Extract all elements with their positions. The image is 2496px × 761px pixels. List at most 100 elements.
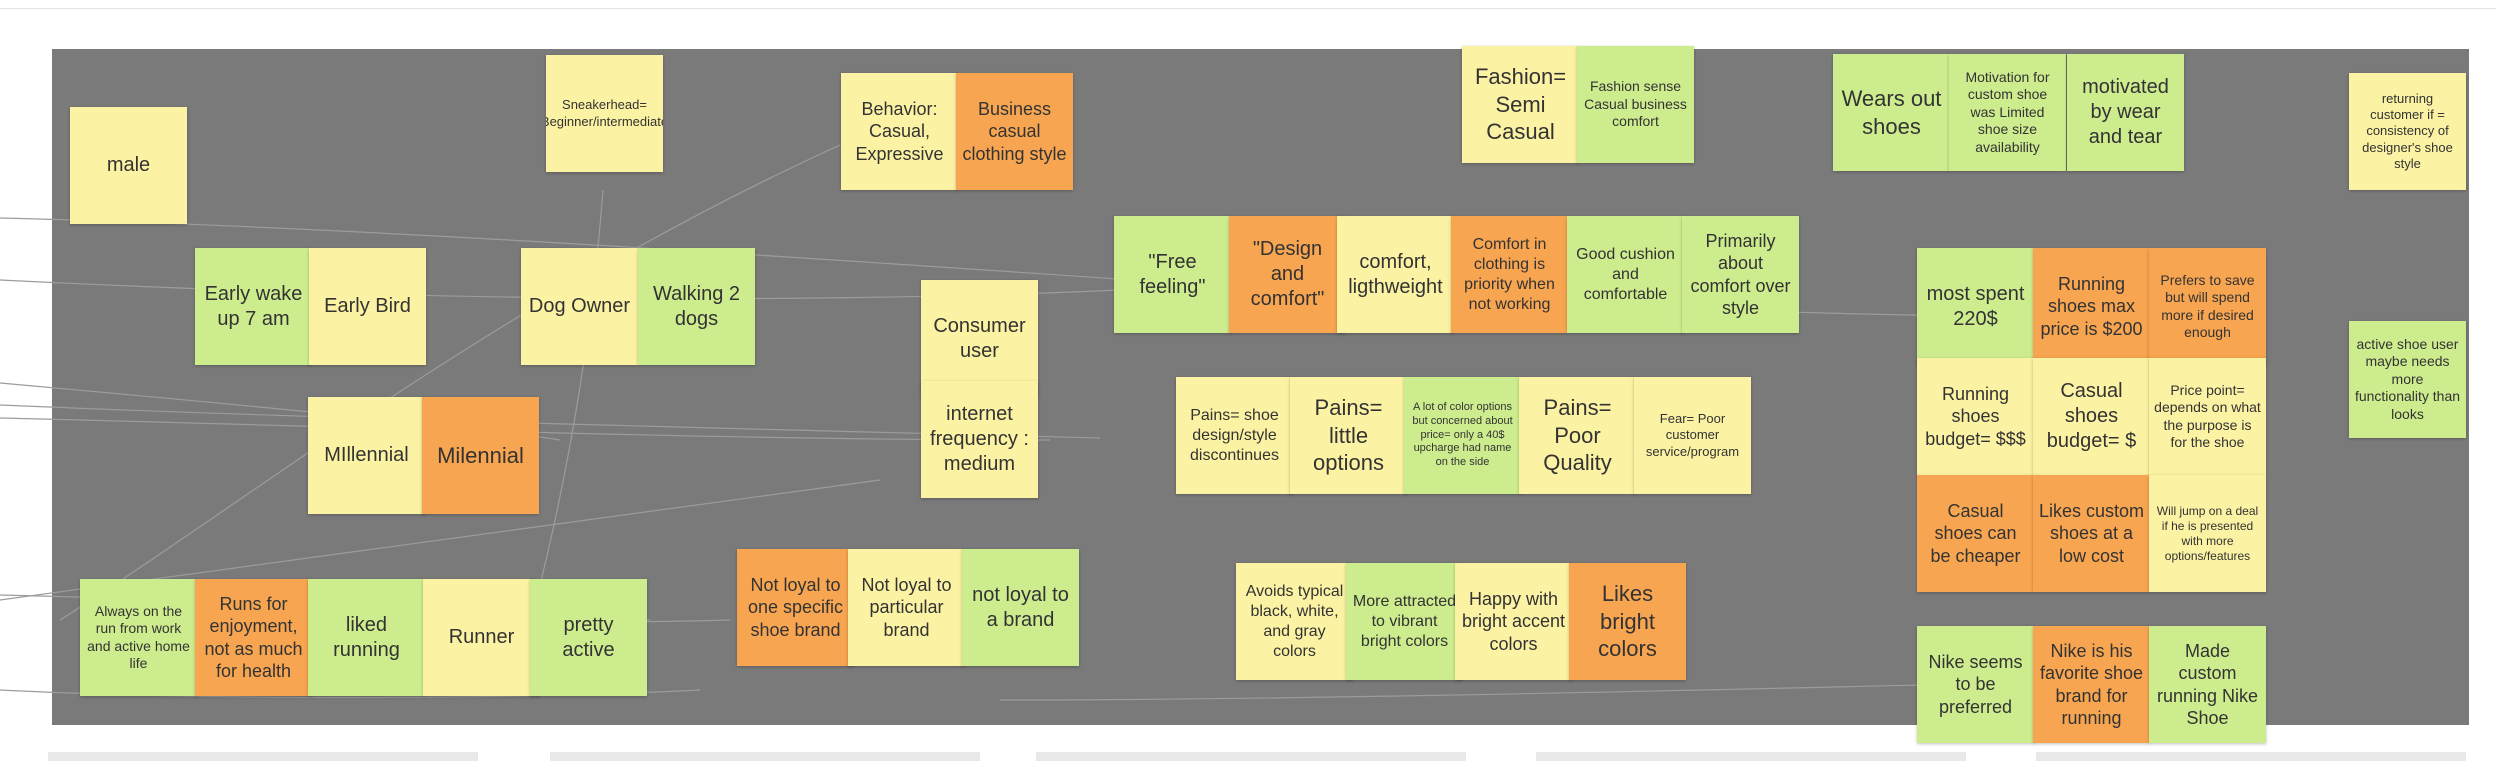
sticky-note-consumer[interactable]: Consumer user <box>921 280 1038 397</box>
sticky-note-nike-preferred[interactable]: Nike seems to be preferred <box>1917 626 2034 743</box>
sticky-note-nike-favorite[interactable]: Nike is his favorite shoe brand for runn… <box>2033 626 2150 743</box>
sticky-note-motivation[interactable]: Motivation for custom shoe was Limited s… <box>1949 54 2066 171</box>
note-text: internet frequency : medium <box>930 403 1029 475</box>
sticky-note-pains-poor[interactable]: Pains= Poor Quality <box>1519 377 1636 494</box>
sticky-note-pains-design[interactable]: Pains= shoe design/style discontinues <box>1176 377 1293 494</box>
sticky-note-not-loyal-brand[interactable]: not loyal to a brand <box>962 549 1079 666</box>
sticky-note-internet[interactable]: internet frequency : medium <box>921 381 1038 498</box>
note-text: Running shoes max price is $200 <box>2040 273 2143 339</box>
note-text: Likes custom shoes at a low cost <box>2038 500 2145 566</box>
sticky-note-pretty-active[interactable]: pretty active <box>530 579 647 696</box>
sticky-note-prefers-save[interactable]: Prefers to save but will spend more if d… <box>2149 248 2266 365</box>
sticky-note-more-attracted[interactable]: More attracted to vibrant bright colors <box>1346 563 1463 680</box>
sticky-note-sneakerhead[interactable]: Sneakerhead= Beginner/intermediate <box>546 55 663 172</box>
sticky-note-running-budget[interactable]: Running shoes budget= $$$ <box>1917 358 2034 475</box>
sticky-note-millennial-orange[interactable]: Milennial <box>422 397 539 514</box>
sticky-note-dog-owner[interactable]: Dog Owner <box>521 248 638 365</box>
sticky-note-always-run[interactable]: Always on the run from work and active h… <box>80 579 197 696</box>
note-text: Not loyal to one specific shoe brand <box>747 574 844 640</box>
sticky-note-casual-budget[interactable]: Casual shoes budget= $ <box>2033 358 2150 475</box>
sticky-note-not-loyal-specific[interactable]: Not loyal to one specific shoe brand <box>737 549 854 666</box>
sticky-note-comfort-priority[interactable]: Comfort in clothing is priority when not… <box>1451 216 1568 333</box>
sticky-note-likes-bright[interactable]: Likes bright colors <box>1569 563 1686 680</box>
sticky-note-walking[interactable]: Walking 2 dogs <box>638 248 755 365</box>
note-text: Early wake up 7 am <box>204 282 303 330</box>
note-text: Will jump on a deal if he is presented w… <box>2156 503 2259 563</box>
note-text: pretty active <box>562 613 615 661</box>
bottom-frame-4[interactable] <box>1536 752 1966 761</box>
sticky-note-early-wake[interactable]: Early wake up 7 am <box>195 248 312 365</box>
note-text: Prefers to save but will spend more if d… <box>2160 271 2255 341</box>
note-text: Fear= Poor customer service/program <box>1645 411 1740 459</box>
sticky-note-free-feeling[interactable]: "Free feeling" <box>1114 216 1231 333</box>
sticky-note-running-max[interactable]: Running shoes max price is $200 <box>2033 248 2150 365</box>
note-text: A lot of color options but concerned abo… <box>1412 401 1513 469</box>
sticky-note-design-comfort[interactable]: "Design and comfort" <box>1229 216 1346 333</box>
sticky-note-not-loyal-particular[interactable]: Not loyal to particular brand <box>848 549 965 666</box>
note-text: Good cushion and comfortable <box>1576 245 1675 303</box>
note-text: "Free feeling" <box>1139 250 1206 298</box>
note-text: Pains= Poor Quality <box>1543 395 1612 476</box>
note-text: More attracted to vibrant bright colors <box>1352 592 1457 650</box>
sticky-note-fear-poor[interactable]: Fear= Poor customer service/program <box>1634 377 1751 494</box>
note-text: Primarily about comfort over style <box>1690 230 1791 319</box>
note-text: Sneakerhead= Beginner/intermediate <box>546 97 663 129</box>
note-text: Pains= shoe design/style discontinues <box>1190 406 1279 464</box>
sticky-note-fashion-semi[interactable]: Fashion= Semi Casual <box>1462 46 1579 163</box>
note-text: Early Bird <box>324 295 411 317</box>
note-text: Casual shoes budget= $ <box>2046 380 2137 452</box>
bottom-frame-2[interactable] <box>550 752 980 761</box>
note-text: not loyal to a brand <box>972 583 1069 631</box>
sticky-note-happy-bright[interactable]: Happy with bright accent colors <box>1455 563 1572 680</box>
canvas-top-border <box>0 8 2496 9</box>
note-text: Happy with bright accent colors <box>1461 588 1566 654</box>
sticky-note-price-point[interactable]: Price point= depends on what the purpose… <box>2149 358 2266 475</box>
note-text: "Design and comfort" <box>1250 238 1325 310</box>
sticky-note-runner[interactable]: Runner <box>423 579 540 696</box>
note-text: liked running <box>333 613 400 661</box>
sticky-note-pains-little[interactable]: Pains= little options <box>1290 377 1407 494</box>
sticky-note-made-custom[interactable]: Made custom running Nike Shoe <box>2149 626 2266 743</box>
bottom-frame-3[interactable] <box>1036 752 1466 761</box>
sticky-note-likes-custom[interactable]: Likes custom shoes at a low cost <box>2033 475 2150 592</box>
sticky-note-runs-enjoy[interactable]: Runs for enjoyment, not as much for heal… <box>195 579 312 696</box>
sticky-note-fashion-sense[interactable]: Fashion sense Casual business comfort <box>1577 46 1694 163</box>
note-text: Business casual clothing style <box>962 98 1067 164</box>
note-text: Nike is his favorite shoe brand for runn… <box>2039 640 2144 729</box>
sticky-note-behavior[interactable]: Behavior: Casual, Expressive <box>841 73 958 190</box>
bottom-frame-1[interactable] <box>48 752 478 761</box>
sticky-note-primarily[interactable]: Primarily about comfort over style <box>1682 216 1799 333</box>
sticky-note-most-spent[interactable]: most spent 220$ <box>1917 248 2034 365</box>
sticky-note-motivated-wear[interactable]: motivated by wear and tear <box>2067 54 2184 171</box>
sticky-note-returning[interactable]: returning customer if = consistency of d… <box>2349 73 2466 190</box>
note-text: Runs for enjoyment, not as much for heal… <box>204 593 303 682</box>
note-text: MIllennial <box>324 444 409 466</box>
sticky-note-millennial-yellow[interactable]: MIllennial <box>308 397 425 514</box>
sticky-note-comfort-light[interactable]: comfort, ligthweight <box>1337 216 1454 333</box>
note-text: Behavior: Casual, Expressive <box>855 98 944 164</box>
sticky-note-avoids[interactable]: Avoids typical black, white, and gray co… <box>1236 563 1353 680</box>
note-text: active shoe user maybe needs more functi… <box>2354 335 2461 422</box>
sticky-note-jump-deal[interactable]: Will jump on a deal if he is presented w… <box>2149 475 2266 592</box>
sticky-note-active-user[interactable]: active shoe user maybe needs more functi… <box>2349 321 2466 438</box>
note-text: Fashion= Semi Casual <box>1474 64 1567 145</box>
note-text: Not loyal to particular brand <box>861 574 952 640</box>
sticky-note-casual-cheaper[interactable]: Casual shoes can be cheaper <box>1917 475 2034 592</box>
note-text: returning customer if = consistency of d… <box>2362 90 2453 171</box>
note-text: Dog Owner <box>528 295 631 317</box>
sticky-note-wears-out[interactable]: Wears out shoes <box>1833 54 1950 171</box>
note-text: comfort, ligthweight <box>1348 250 1443 298</box>
note-text: male <box>106 154 151 176</box>
note-text: Casual shoes can be cheaper <box>1930 500 2021 566</box>
sticky-note-early-bird[interactable]: Early Bird <box>309 248 426 365</box>
note-text: Fashion sense Casual business comfort <box>1584 78 1687 130</box>
note-text: Made custom running Nike Shoe <box>2156 640 2259 729</box>
note-text: Milennial <box>437 442 524 468</box>
sticky-note-male[interactable]: male <box>70 107 187 224</box>
sticky-note-business-casual[interactable]: Business casual clothing style <box>956 73 1073 190</box>
sticky-note-good-cushion[interactable]: Good cushion and comfortable <box>1567 216 1684 333</box>
sticky-note-color-options[interactable]: A lot of color options but concerned abo… <box>1404 377 1521 494</box>
note-text: Running shoes budget= $$$ <box>1925 383 2026 449</box>
bottom-frame-5[interactable] <box>2036 752 2466 761</box>
sticky-note-liked-running[interactable]: liked running <box>308 579 425 696</box>
